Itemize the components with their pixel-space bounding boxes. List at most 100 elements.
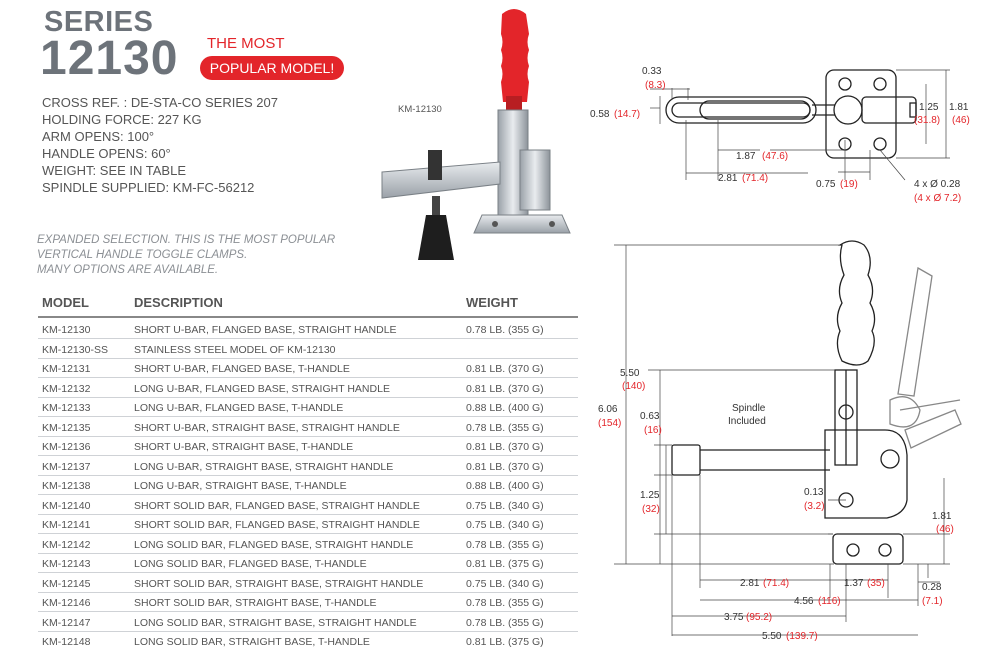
spec-list: CROSS REF. : DE-STA-CO SERIES 207 HOLDIN… [42, 94, 278, 196]
weight-cell: 0.81 LB. (370 G) [466, 441, 544, 453]
description-cell: LONG SOLID BAR, STRAIGHT BASE, T-HANDLE [134, 636, 370, 648]
spec-weight: WEIGHT: SEE IN TABLE [42, 163, 186, 178]
top-view-u-bar [665, 96, 817, 124]
svg-text:(32): (32) [642, 504, 660, 515]
model-cell: KM-12130 [42, 324, 91, 336]
weight-cell: 0.88 LB. (400 G) [466, 480, 544, 492]
svg-text:(35): (35) [867, 578, 885, 589]
table-row: KM-12132 LONG U-BAR, FLANGED BASE, STRAIG… [38, 379, 578, 398]
description-cell: SHORT U-BAR, STRAIGHT BASE, T-HANDLE [134, 441, 354, 453]
top-view-pivot [833, 95, 863, 125]
svg-text:0.58: 0.58 [590, 109, 610, 120]
column-header-description: DESCRIPTION [134, 295, 223, 310]
description-cell: SHORT SOLID BAR, STRAIGHT BASE, STRAIGHT… [134, 577, 424, 590]
column-header-model: MODEL [42, 295, 89, 310]
svg-text:(4 x Ø 7.2): (4 x Ø 7.2) [914, 193, 961, 204]
weight-cell: 0.81 LB. (375 G) [466, 636, 544, 648]
table-row: KM-12133 LONG U-BAR, FLANGED BASE, T-HAND… [38, 398, 578, 417]
weight-cell: 0.75 LB. (340 G) [466, 499, 544, 512]
description-cell: SHORT U-BAR, FLANGED BASE, T-HANDLE [134, 363, 350, 375]
table-row: KM-12130-SS STAINLESS STEEL MODEL OF KM-1… [38, 340, 578, 359]
svg-text:5.50: 5.50 [620, 368, 640, 379]
svg-text:(47.6): (47.6) [762, 151, 788, 162]
model-cell: KM-12135 [42, 421, 91, 434]
spindle-included-label: Spindle [732, 403, 766, 414]
svg-text:(31.8): (31.8) [914, 115, 940, 126]
svg-text:0.28: 0.28 [922, 582, 942, 593]
description-cell: SHORT SOLID BAR, FLANGED BASE, STRAIGHT … [134, 519, 420, 531]
svg-text:Included: Included [728, 416, 766, 427]
description-cell: SHORT SOLID BAR, FLANGED BASE, STRAIGHT … [134, 499, 420, 512]
description-cell: SHORT SOLID BAR, STRAIGHT BASE, T-HANDLE [134, 597, 377, 609]
weight-cell: 0.88 LB. (400 G) [466, 402, 544, 414]
weight-cell: 0.78 LB. (355 G) [466, 421, 544, 434]
weight-cell: 0.78 LB. (355 G) [466, 324, 544, 336]
column-header-weight: WEIGHT [466, 295, 518, 310]
model-cell: KM-12137 [42, 460, 91, 473]
product-image-caption: KM-12130 [398, 104, 442, 115]
model-cell: KM-12148 [42, 636, 91, 648]
model-cell: KM-12132 [42, 382, 91, 395]
dim-0-33: 0.33 [642, 66, 662, 77]
model-cell: KM-12140 [42, 499, 91, 512]
table-row: KM-12148 LONG SOLID BAR, STRAIGHT BASE, T… [38, 632, 578, 649]
svg-text:6.06: 6.06 [598, 404, 618, 415]
model-cell: KM-12133 [42, 402, 91, 414]
svg-text:1.81: 1.81 [932, 511, 952, 522]
description-cell: LONG U-BAR, FLANGED BASE, STRAIGHT HANDL… [134, 382, 390, 395]
svg-text:1.25: 1.25 [640, 490, 660, 501]
weight-cell: 0.81 LB. (370 G) [466, 460, 544, 473]
description-cell: LONG U-BAR, STRAIGHT BASE, T-HANDLE [134, 480, 347, 492]
svg-text:(71.4): (71.4) [742, 173, 768, 184]
svg-text:4.56: 4.56 [794, 596, 814, 607]
weight-cell: 0.81 LB. (370 G) [466, 363, 544, 375]
weight-cell: 0.75 LB. (340 G) [466, 519, 544, 531]
model-cell: KM-12136 [42, 441, 91, 453]
svg-text:(19): (19) [840, 179, 858, 190]
svg-text:(71.4): (71.4) [763, 578, 789, 589]
svg-text:2.81: 2.81 [718, 173, 738, 184]
model-cell: KM-12141 [42, 519, 91, 531]
svg-text:0.13: 0.13 [804, 487, 824, 498]
description-cell: STAINLESS STEEL MODEL OF KM-12130 [134, 343, 336, 356]
header-divider [38, 316, 578, 318]
description-cell: LONG U-BAR, STRAIGHT BASE, STRAIGHT HAND… [134, 460, 394, 473]
top-view-base [825, 69, 897, 159]
svg-text:(154): (154) [598, 418, 621, 429]
table-row: KM-12136 SHORT U-BAR, STRAIGHT BASE, T-HA… [38, 437, 578, 456]
svg-text:(46): (46) [936, 524, 954, 535]
model-cell: KM-12143 [42, 558, 91, 570]
svg-text:3.75: 3.75 [724, 612, 744, 623]
popular-model-badge: POPULAR MODEL! [200, 56, 344, 80]
side-view-base [832, 533, 904, 565]
description-cell: LONG SOLID BAR, STRAIGHT BASE, STRAIGHT … [134, 616, 417, 629]
model-cell: KM-12130-SS [42, 343, 108, 356]
model-cell: KM-12147 [42, 616, 91, 629]
side-view-spindle [671, 444, 701, 476]
description-cell: LONG U-BAR, FLANGED BASE, T-HANDLE [134, 402, 344, 414]
spec-cross-ref: CROSS REF. : DE-STA-CO SERIES 207 [42, 95, 278, 110]
svg-text:5.50: 5.50 [762, 631, 782, 642]
svg-text:(16): (16) [644, 425, 662, 436]
svg-text:1.81: 1.81 [949, 102, 969, 113]
side-view-body [824, 429, 908, 519]
table-row: KM-12143 LONG SOLID BAR, FLANGED BASE, T-… [38, 554, 578, 573]
svg-text:(14.7): (14.7) [614, 109, 640, 120]
table-row: KM-12147 LONG SOLID BAR, STRAIGHT BASE, S… [38, 613, 578, 632]
model-cell: KM-12138 [42, 480, 91, 492]
table-row: KM-12137 LONG U-BAR, STRAIGHT BASE, STRAI… [38, 457, 578, 476]
description-cell: LONG SOLID BAR, FLANGED BASE, T-HANDLE [134, 558, 367, 570]
series-label: SERIES [44, 6, 154, 38]
spec-arm-opens: ARM OPENS: 100° [42, 129, 155, 144]
expanded-selection-note: EXPANDED SELECTION. THIS IS THE MOST POP… [37, 234, 336, 276]
svg-text:2.81: 2.81 [740, 578, 760, 589]
weight-cell: 0.81 LB. (375 G) [466, 558, 544, 570]
side-view-open-handle [897, 266, 933, 397]
tagline-the-most: THE MOST [207, 35, 285, 52]
model-cell: KM-12146 [42, 597, 91, 609]
model-cell: KM-12142 [42, 538, 91, 551]
